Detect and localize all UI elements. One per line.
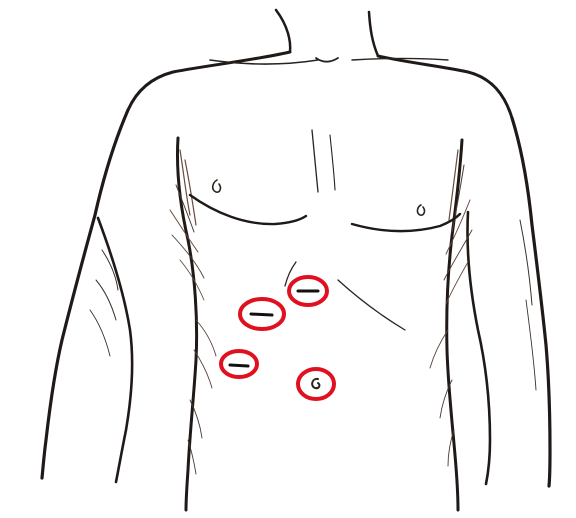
port-site-upper-midline xyxy=(289,277,327,305)
jugular-notch xyxy=(316,58,338,62)
neck-right-outline xyxy=(369,12,378,56)
left-arm-outer xyxy=(42,110,128,478)
port-site-left-upper xyxy=(240,299,284,329)
right-shoulder-line xyxy=(378,56,512,118)
right-nipple xyxy=(417,205,424,215)
left-arm-inner xyxy=(98,218,132,482)
port-site-left-lower xyxy=(221,351,257,377)
rib-margin-right xyxy=(338,280,405,330)
neck-left-outline xyxy=(276,10,290,52)
left-nipple xyxy=(213,180,221,192)
sternum-line-left xyxy=(312,130,318,192)
left-armpit-shading xyxy=(170,150,204,300)
port-site-umbilical xyxy=(298,369,334,399)
right-arm-outer xyxy=(512,118,550,486)
left-torso-side xyxy=(177,138,196,510)
sternum-line-right xyxy=(330,135,335,190)
left-pectoral-line xyxy=(190,195,306,224)
right-pectoral-line xyxy=(352,214,460,231)
right-arm-inner xyxy=(467,212,490,484)
left-shoulder-line xyxy=(128,52,290,110)
